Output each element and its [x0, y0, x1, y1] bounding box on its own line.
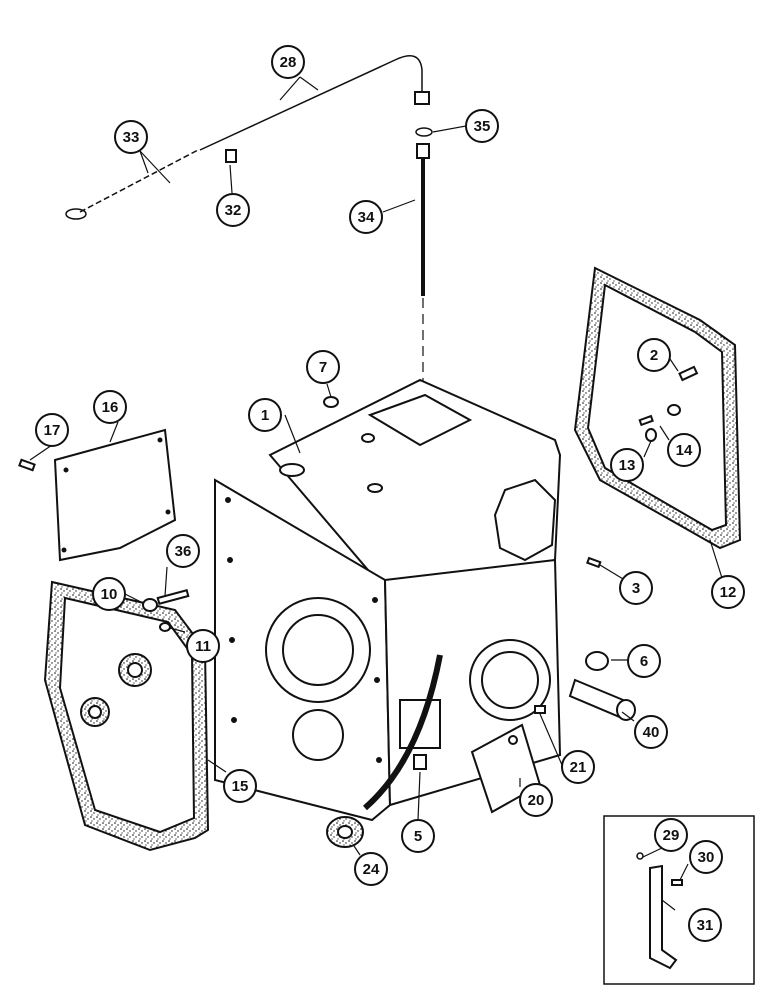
callout-35: 35 — [465, 109, 499, 143]
callout-11: 11 — [186, 629, 220, 663]
callout-35-label: 35 — [474, 118, 491, 135]
callout-36: 36 — [166, 534, 200, 568]
cover-screw-part — [534, 705, 546, 714]
shaft-part — [568, 678, 636, 721]
callout-12-label: 12 — [720, 584, 737, 601]
clip-part — [225, 149, 237, 163]
o-ring-part — [415, 127, 433, 137]
callout-31: 31 — [688, 908, 722, 942]
callout-6: 6 — [627, 644, 661, 678]
callout-24-label: 24 — [363, 861, 380, 878]
callout-2-label: 2 — [650, 347, 658, 364]
callout-7-label: 7 — [319, 359, 327, 376]
callout-12: 12 — [711, 575, 745, 609]
callout-group: 1 2 3 5 6 7 10 — [35, 45, 745, 942]
callout-24: 24 — [354, 852, 388, 886]
callout-40-label: 40 — [643, 724, 660, 741]
callout-3-label: 3 — [632, 580, 640, 597]
callout-21-label: 21 — [570, 759, 587, 776]
washer-part — [645, 428, 657, 442]
callout-3: 3 — [619, 571, 653, 605]
left-gasket-part — [43, 580, 210, 852]
callout-32-label: 32 — [225, 202, 242, 219]
callout-1: 1 — [248, 398, 282, 432]
callout-34: 34 — [349, 200, 383, 234]
plug-part — [323, 396, 339, 408]
callout-13: 13 — [610, 448, 644, 482]
leader-lines — [29, 76, 723, 911]
callout-14-label: 14 — [676, 442, 693, 459]
callout-16-label: 16 — [102, 399, 119, 416]
dowel-part — [586, 556, 602, 569]
callout-21: 21 — [561, 750, 595, 784]
callout-17-label: 17 — [44, 422, 61, 439]
stud-part — [156, 588, 190, 606]
callout-40: 40 — [634, 715, 668, 749]
bolt-part — [638, 404, 681, 427]
callout-11-label: 11 — [195, 638, 211, 655]
callout-10: 10 — [92, 577, 126, 611]
inset-box — [603, 815, 755, 985]
callout-33: 33 — [114, 120, 148, 154]
callout-17: 17 — [35, 413, 69, 447]
callout-29-label: 29 — [663, 827, 680, 844]
callout-13-label: 13 — [619, 457, 636, 474]
callout-5: 5 — [401, 819, 435, 853]
callout-28: 28 — [271, 45, 305, 79]
tube-part — [199, 55, 430, 151]
cable-part — [65, 149, 199, 220]
callout-15-label: 15 — [232, 778, 249, 795]
pin-part — [678, 365, 699, 382]
nut-part — [142, 598, 158, 612]
bearing-part — [326, 654, 443, 848]
callout-30: 30 — [689, 840, 723, 874]
callout-29: 29 — [654, 818, 688, 852]
callout-16: 16 — [93, 390, 127, 424]
right-gasket-part — [573, 266, 742, 550]
screw-part — [18, 458, 36, 472]
callout-10-label: 10 — [101, 586, 118, 603]
callout-32: 32 — [216, 193, 250, 227]
callout-28-label: 28 — [280, 54, 297, 71]
transmission-housing-part — [214, 378, 562, 822]
callout-2: 2 — [637, 338, 671, 372]
callout-5-label: 5 — [414, 828, 422, 845]
small-washer-part — [159, 622, 171, 632]
callout-20-label: 20 — [528, 792, 545, 809]
callout-34-label: 34 — [358, 209, 375, 226]
callout-30-label: 30 — [698, 849, 715, 866]
callout-31-label: 31 — [697, 917, 714, 934]
callout-7: 7 — [306, 350, 340, 384]
callout-20: 20 — [519, 783, 553, 817]
callout-15: 15 — [223, 769, 257, 803]
callout-36-label: 36 — [175, 543, 192, 560]
drain-plug-part — [413, 754, 427, 770]
cover-plate-part — [53, 428, 177, 562]
callout-1-label: 1 — [261, 407, 269, 424]
bushing-part — [585, 651, 609, 671]
callout-33-label: 33 — [123, 129, 140, 146]
callout-6-label: 6 — [640, 653, 648, 670]
callout-14: 14 — [667, 433, 701, 467]
